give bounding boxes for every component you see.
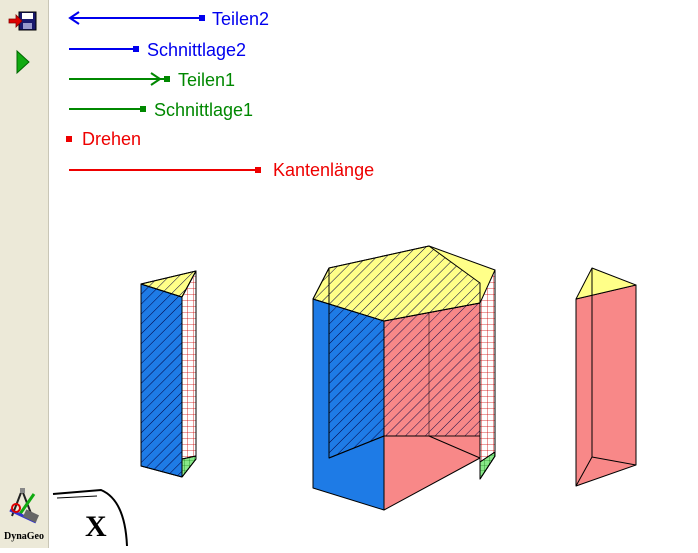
slider-handle[interactable] [164,76,170,82]
slider-handle[interactable] [140,106,146,112]
right-prism-piece[interactable] [575,267,637,487]
slider-teilen2[interactable]: Teilen2 [68,9,269,29]
slider-label: Teilen1 [178,70,235,90]
play-icon [16,49,30,75]
slider-label: Drehen [82,129,141,149]
slider-drehen[interactable]: Drehen [66,129,141,149]
slider-teilen1[interactable]: Teilen1 [69,70,235,90]
slider-label: Kantenlänge [273,160,374,180]
slider-schnittlage2[interactable]: Schnittlage2 [69,40,246,60]
slider-label: Teilen2 [212,9,269,29]
slider-label: Schnittlage2 [147,40,246,60]
save-icon [8,11,37,31]
slider-label: Schnittlage1 [154,100,253,120]
left-prism-piece[interactable] [140,270,197,478]
slider-handle[interactable] [199,15,205,21]
slider-handle[interactable] [133,46,139,52]
center-hexagonal-prism[interactable] [312,245,496,511]
dynageo-x-logo: X [49,486,128,548]
slider-schnittlage1[interactable]: Schnittlage1 [69,100,253,120]
slider-handle[interactable] [255,167,261,173]
slider-kantenlaenge[interactable]: Kantenlänge [69,160,374,180]
save-button[interactable] [7,8,37,36]
dynageo-logo-text: DynaGeo [4,531,44,542]
dynageo-logo [2,486,48,548]
slider-handle[interactable] [66,136,72,142]
left-toolbar [0,0,49,548]
x-mark: X [85,510,107,543]
run-button[interactable] [7,48,37,76]
geometry-canvas[interactable]: Teilen2 Schnittlage2 Teilen1 Schnittlage… [49,0,698,548]
